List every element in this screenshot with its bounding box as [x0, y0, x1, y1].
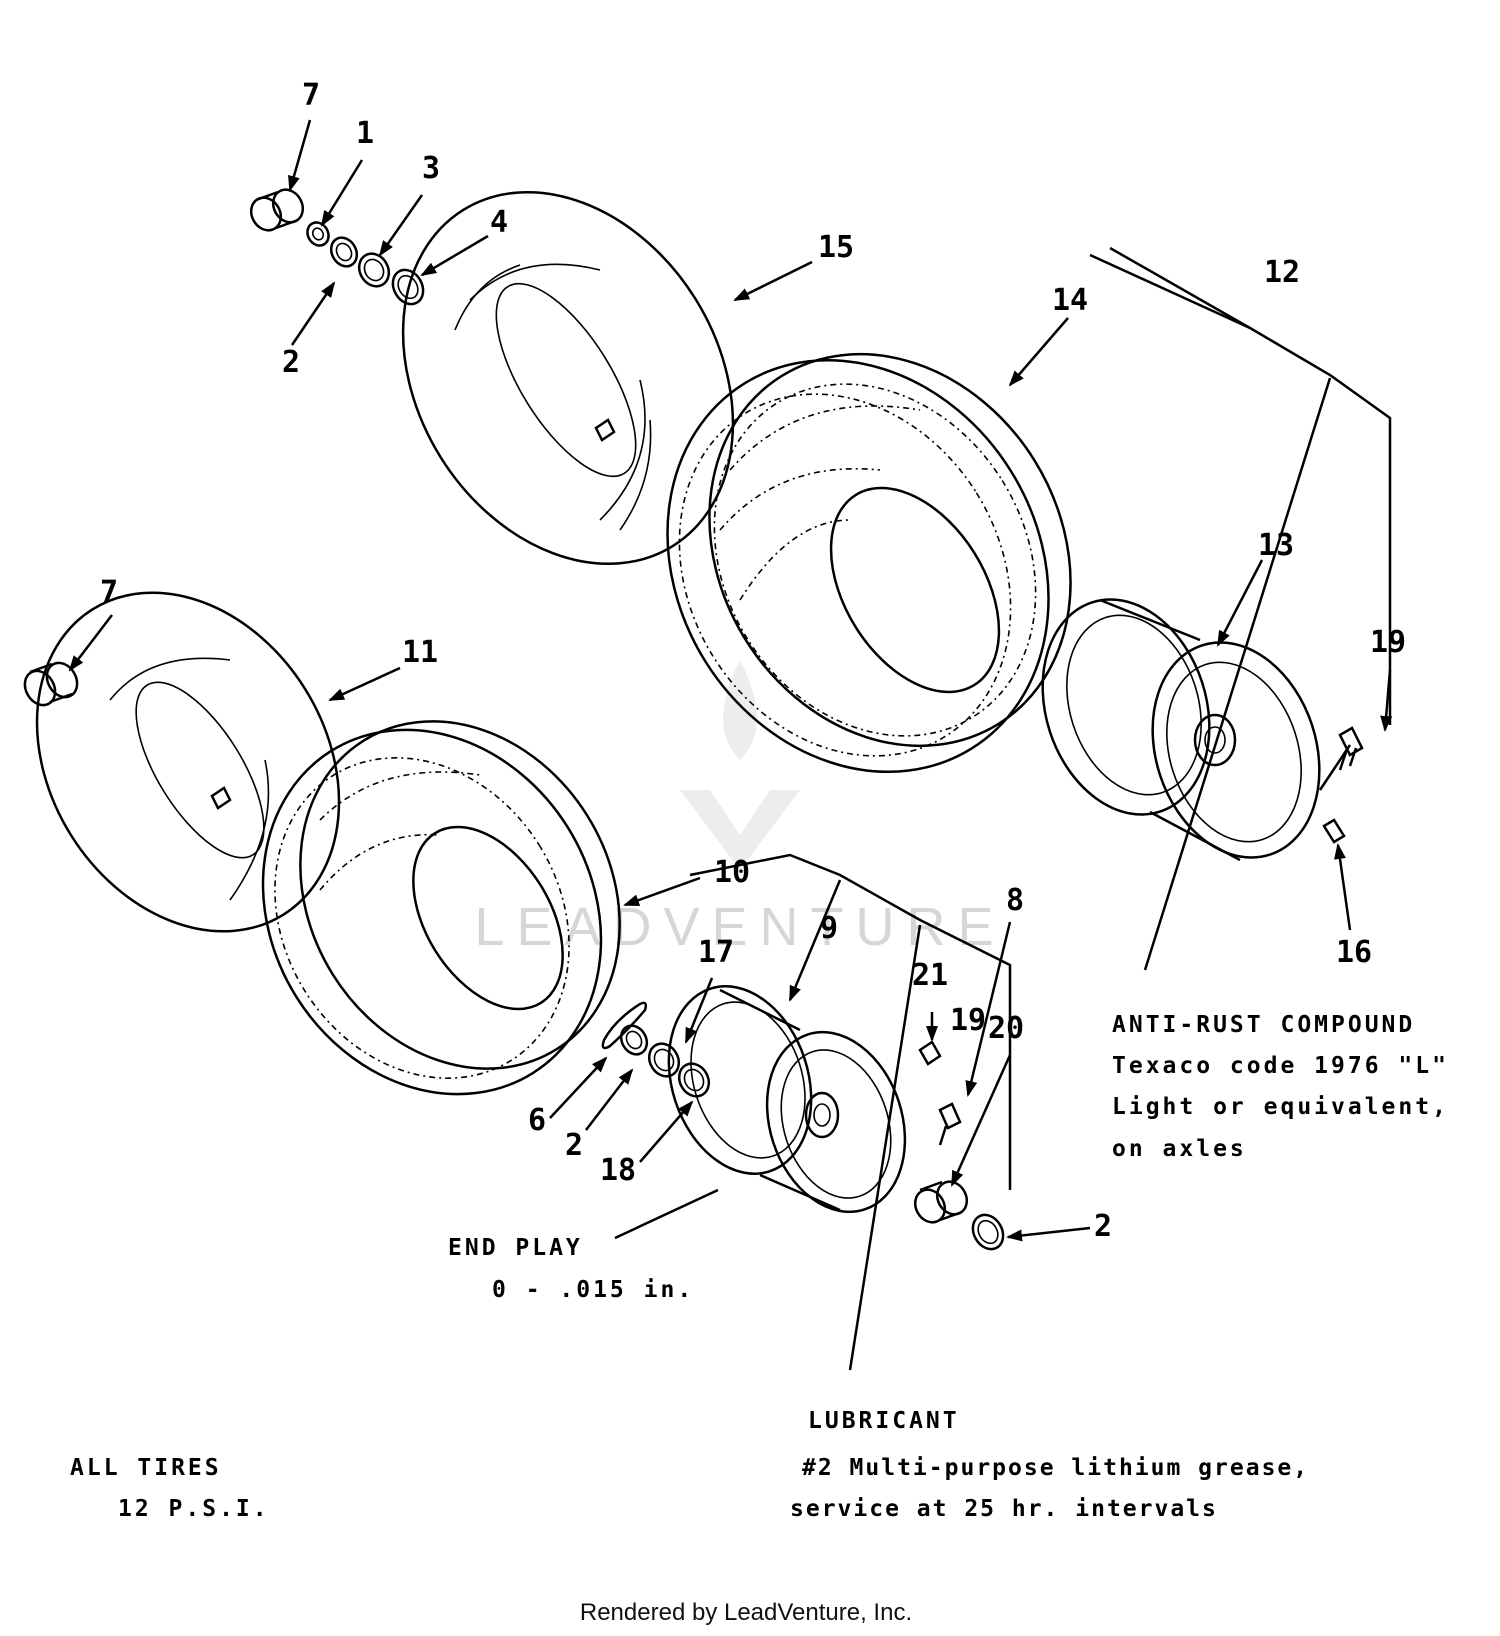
callout-14: 14: [1052, 283, 1088, 318]
note-end-play: END PLAY 0 - .015 in.: [448, 1235, 694, 1303]
callout-18: 18: [600, 1153, 636, 1188]
bolt-19-lower: [938, 1102, 962, 1146]
washer-2-lower-right: [971, 1213, 1005, 1251]
callout-20: 20: [988, 1011, 1024, 1046]
end-play-value: 0 - .015 in.: [492, 1277, 694, 1303]
inner-tube-11: [35, 591, 341, 933]
callout-16: 16: [1336, 935, 1372, 970]
washer-4: [391, 268, 425, 306]
valve-stem-icon: [210, 786, 232, 810]
callout-17: 17: [698, 935, 734, 970]
callout-numbers: 7 1 3 4 2 15 14 12 13 19 16 7 11 10 9 17…: [100, 78, 1406, 1244]
bushing-7-upper: [249, 188, 305, 232]
key-16: [1322, 818, 1346, 844]
callout-4: 4: [490, 205, 508, 240]
wheel-rim-9: [667, 985, 907, 1214]
bushing-20: [913, 1180, 969, 1224]
anti-rust-title: ANTI-RUST COMPOUND: [1112, 1012, 1415, 1038]
valve-stem-icon: [594, 418, 616, 442]
callout-7-lower: 7: [100, 575, 118, 610]
washer-2-upper: [329, 236, 359, 268]
grease-fitting-21: [918, 1040, 942, 1066]
callout-2-upper: 2: [282, 345, 300, 380]
callout-7-upper: 7: [302, 78, 320, 113]
footer-credit: Rendered by LeadVenture, Inc.: [580, 1599, 912, 1626]
tire-10: [261, 720, 621, 1096]
lubricant-title: LUBRICANT: [808, 1408, 960, 1434]
callout-15: 15: [818, 230, 854, 265]
washer-18: [677, 1062, 711, 1098]
lubricant-line-2: service at 25 hr. intervals: [790, 1496, 1218, 1522]
callout-21: 21: [912, 958, 948, 993]
callout-13: 13: [1258, 528, 1294, 563]
callout-19-upper: 19: [1370, 625, 1406, 660]
callout-6: 6: [528, 1103, 546, 1138]
end-play-title: END PLAY: [448, 1235, 583, 1261]
watermark-text: LEADVENTURE: [474, 897, 1005, 957]
callout-2-lower-right: 2: [1094, 1209, 1112, 1244]
note-all-tires: ALL TIRES 12 P.S.I.: [70, 1455, 270, 1522]
leader-lines: [68, 119, 1393, 1371]
anti-rust-line-3: on axles: [1112, 1136, 1247, 1162]
callout-1: 1: [356, 116, 374, 151]
callout-12: 12: [1264, 255, 1300, 290]
lubricant-line-1: #2 Multi-purpose lithium grease,: [802, 1455, 1309, 1481]
bushing-7-lower: [23, 661, 79, 707]
callout-2-lower-left: 2: [565, 1128, 583, 1163]
tire-14: [666, 352, 1072, 774]
callout-19-lower: 19: [950, 1003, 986, 1038]
callout-9: 9: [820, 911, 838, 946]
anti-rust-line-1: Texaco code 1976 "L": [1112, 1053, 1449, 1079]
washer-2-lower-left: [619, 1024, 649, 1056]
clip-ring-1: [306, 221, 330, 247]
all-tires-title: ALL TIRES: [70, 1455, 222, 1481]
callout-11: 11: [402, 635, 438, 670]
washer-3: [357, 252, 391, 288]
washer-17: [647, 1042, 681, 1078]
leadventure-logo-icon: [680, 660, 800, 870]
callout-8: 8: [1006, 883, 1024, 918]
callout-3: 3: [422, 151, 440, 186]
cotter-pin-6: [601, 1001, 648, 1050]
all-tires-value: 12 P.S.I.: [118, 1496, 270, 1522]
note-anti-rust-compound: ANTI-RUST COMPOUND Texaco code 1976 "L" …: [1112, 1012, 1449, 1162]
bolt-19-upper: [1338, 726, 1364, 771]
watermark: LEADVENTURE: [474, 660, 1005, 957]
inner-tube-15: [401, 190, 735, 566]
anti-rust-line-2: Light or equivalent,: [1112, 1094, 1449, 1120]
note-lubricant: LUBRICANT #2 Multi-purpose lithium greas…: [790, 1408, 1309, 1522]
callout-10: 10: [714, 855, 750, 890]
wheel-rim-13: [1041, 598, 1321, 862]
